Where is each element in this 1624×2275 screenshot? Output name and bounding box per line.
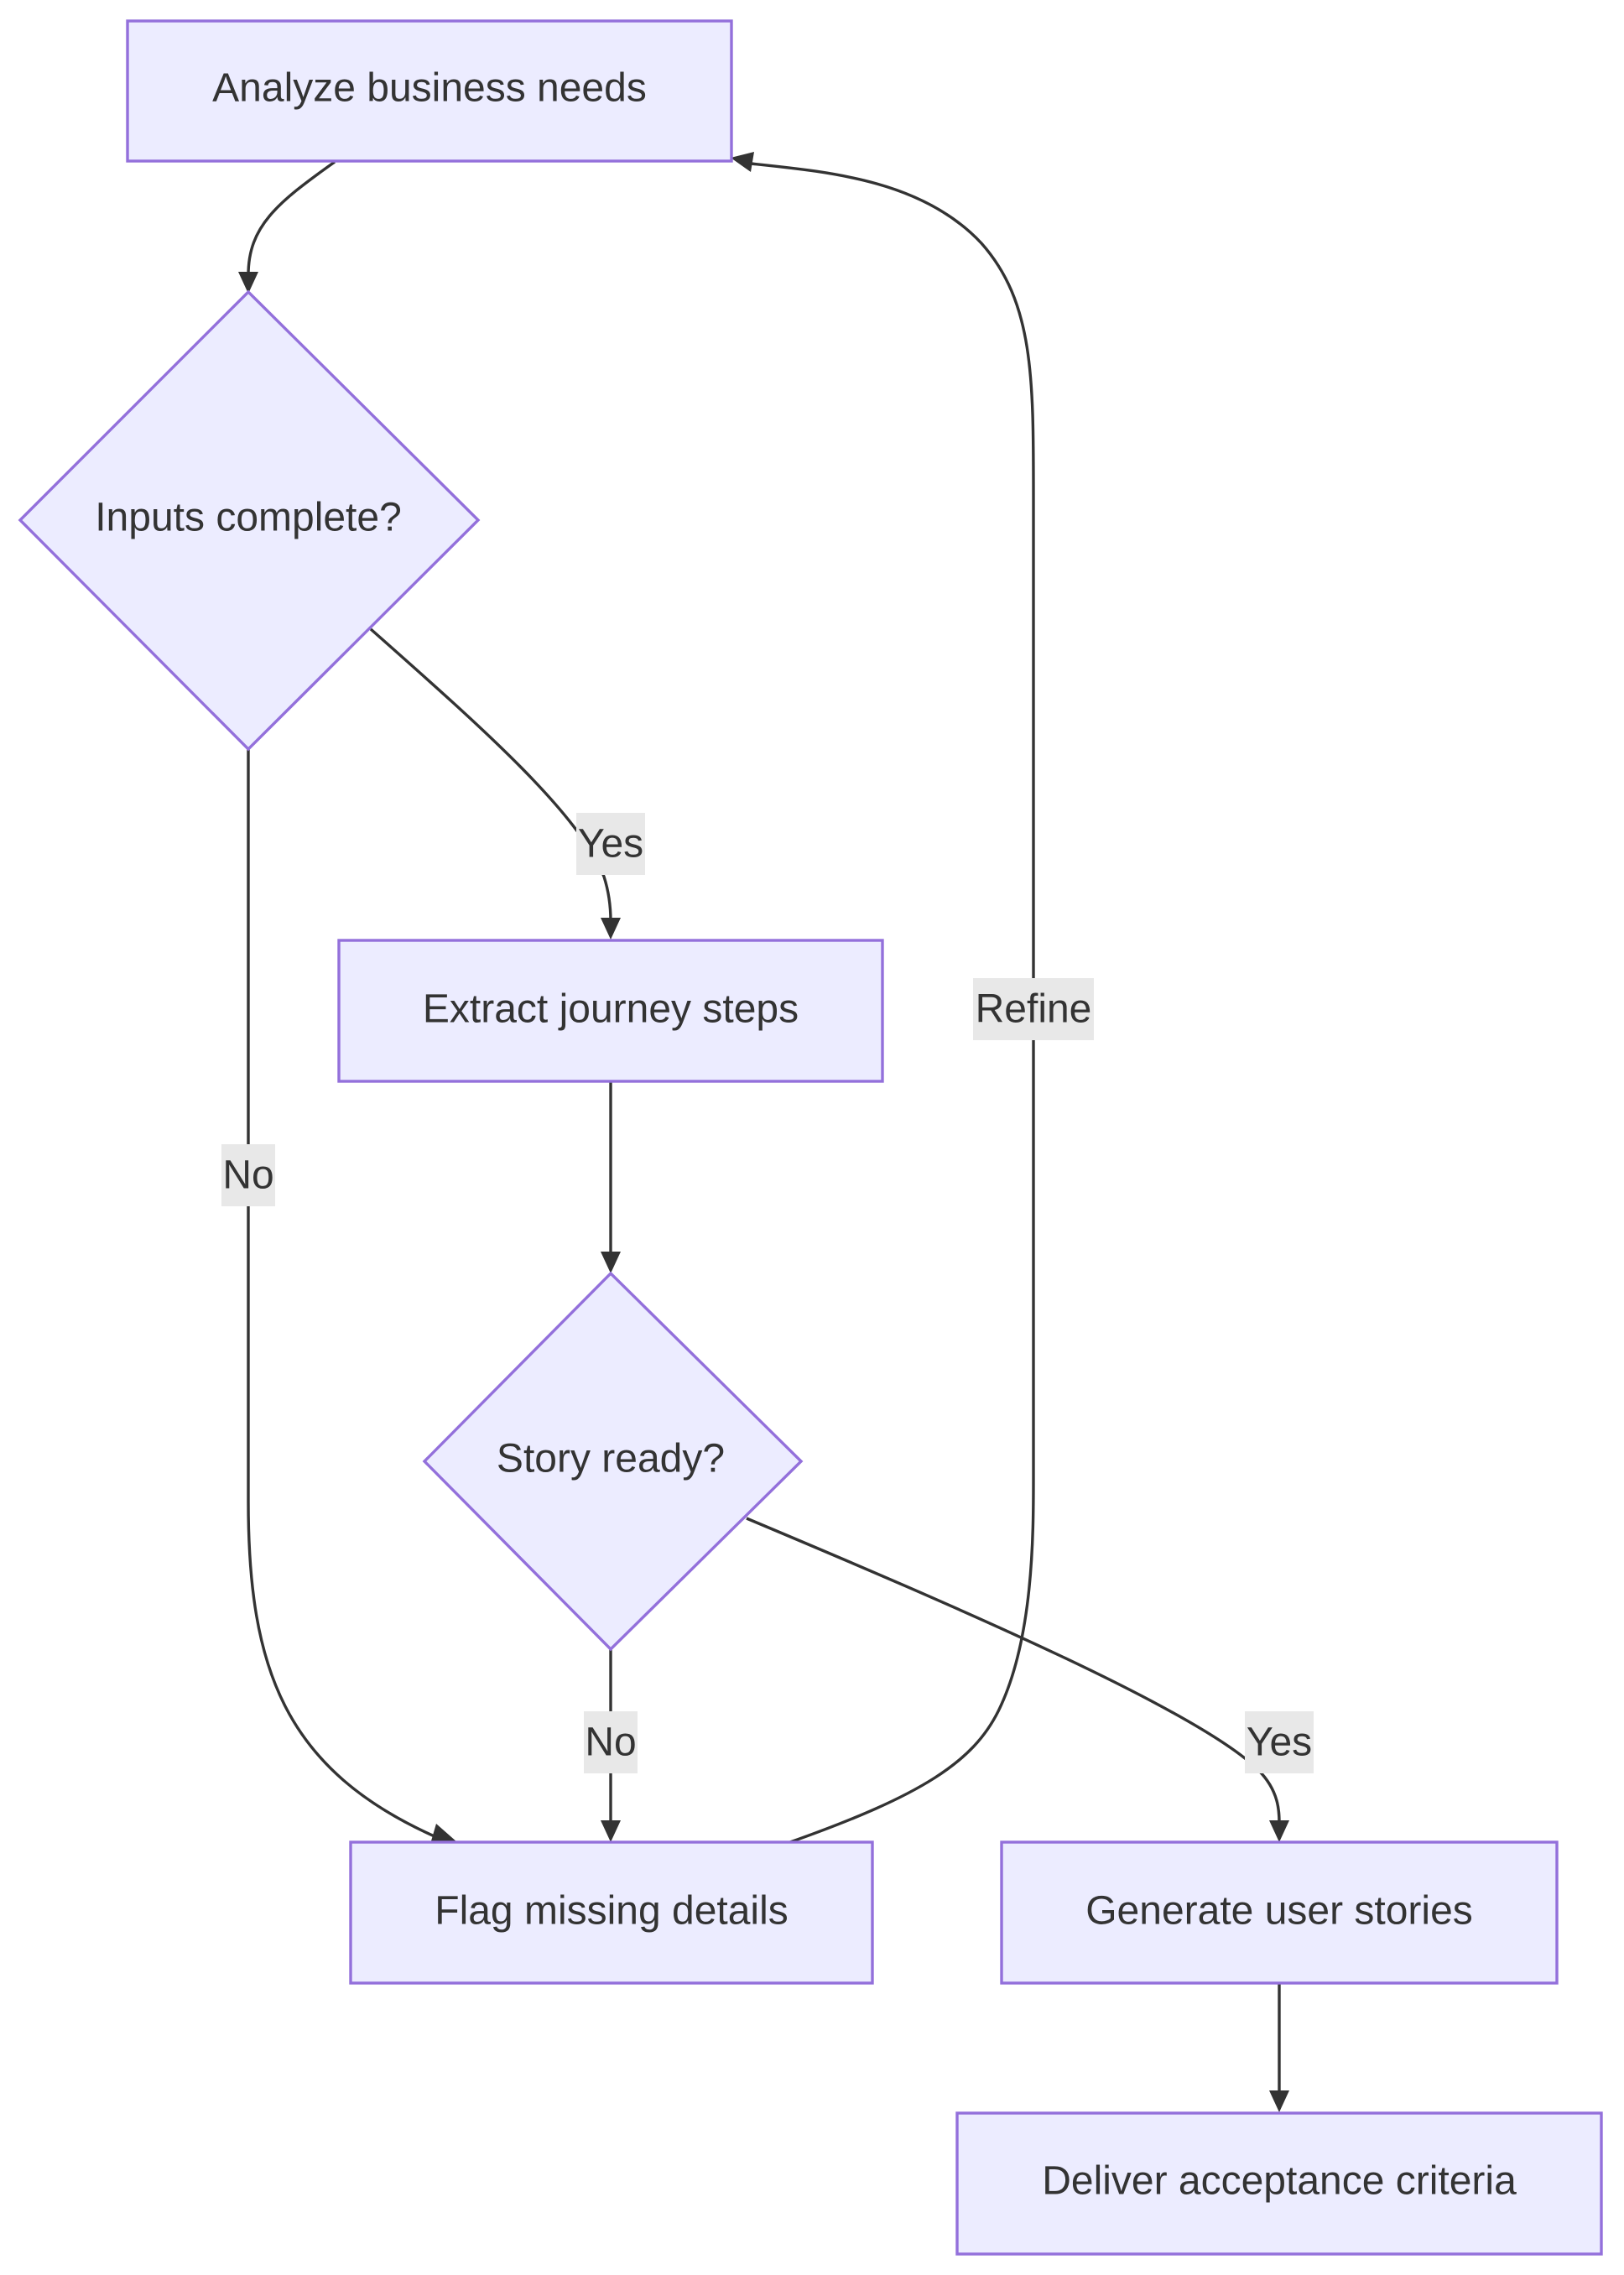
edge-label-text: No [222,1153,273,1198]
node-inputs-complete-decision[interactable]: Inputs complete? [18,289,481,752]
edge-generate-to-deliver [1269,1983,1289,2112]
edge-label-text: Yes [1247,1721,1312,1765]
arrowhead [1269,2090,1289,2112]
edge-analyze-to-inputs [238,160,336,294]
node-flag-missing-details[interactable]: Flag missing details [349,1840,874,1985]
edge-story-to-generate [746,1517,1289,1842]
arrowhead [731,152,754,172]
node-label: Flag missing details [435,1889,789,1934]
node-deliver-acceptance-criteria[interactable]: Deliver acceptance criteria [955,2111,1603,2256]
node-label: Extract journey steps [423,987,799,1032]
edge-label-text: Refine [976,987,1092,1032]
node-extract-journey-steps[interactable]: Extract journey steps [337,939,884,1083]
arrowhead [601,1820,621,1842]
edge-label-text: No [585,1721,636,1765]
edge-label-story-yes: Yes [1245,1711,1314,1773]
edge-label-story-no: No [584,1711,638,1773]
arrowhead [430,1824,457,1844]
arrowhead [601,1252,621,1273]
edge-inputs-to-flag [247,749,457,1844]
arrowhead [601,918,621,940]
edge-inputs-to-extract [369,627,621,940]
edge-label-inputs-yes: Yes [576,813,645,875]
node-story-ready-decision[interactable]: Story ready? [422,1271,804,1652]
edge-labels: Yes No No Yes Refine [221,813,1314,1773]
arrowhead [238,272,258,294]
nodes: Analyze business needs Inputs complete? … [18,19,1603,2256]
node-label: Analyze business needs [212,66,647,111]
node-analyze-business-needs[interactable]: Analyze business needs [126,19,733,163]
node-label: Story ready? [497,1437,725,1481]
edge-label-inputs-no: No [221,1144,275,1206]
node-label: Generate user stories [1085,1889,1473,1934]
arrowhead [1269,1820,1289,1842]
node-label: Inputs complete? [95,496,402,540]
edge-label-text: Yes [578,822,643,867]
node-label: Deliver acceptance criteria [1042,2159,1517,2204]
node-generate-user-stories[interactable]: Generate user stories [1000,1840,1559,1985]
edge-label-refine: Refine [973,978,1094,1040]
edge-extract-to-story [601,1082,621,1273]
